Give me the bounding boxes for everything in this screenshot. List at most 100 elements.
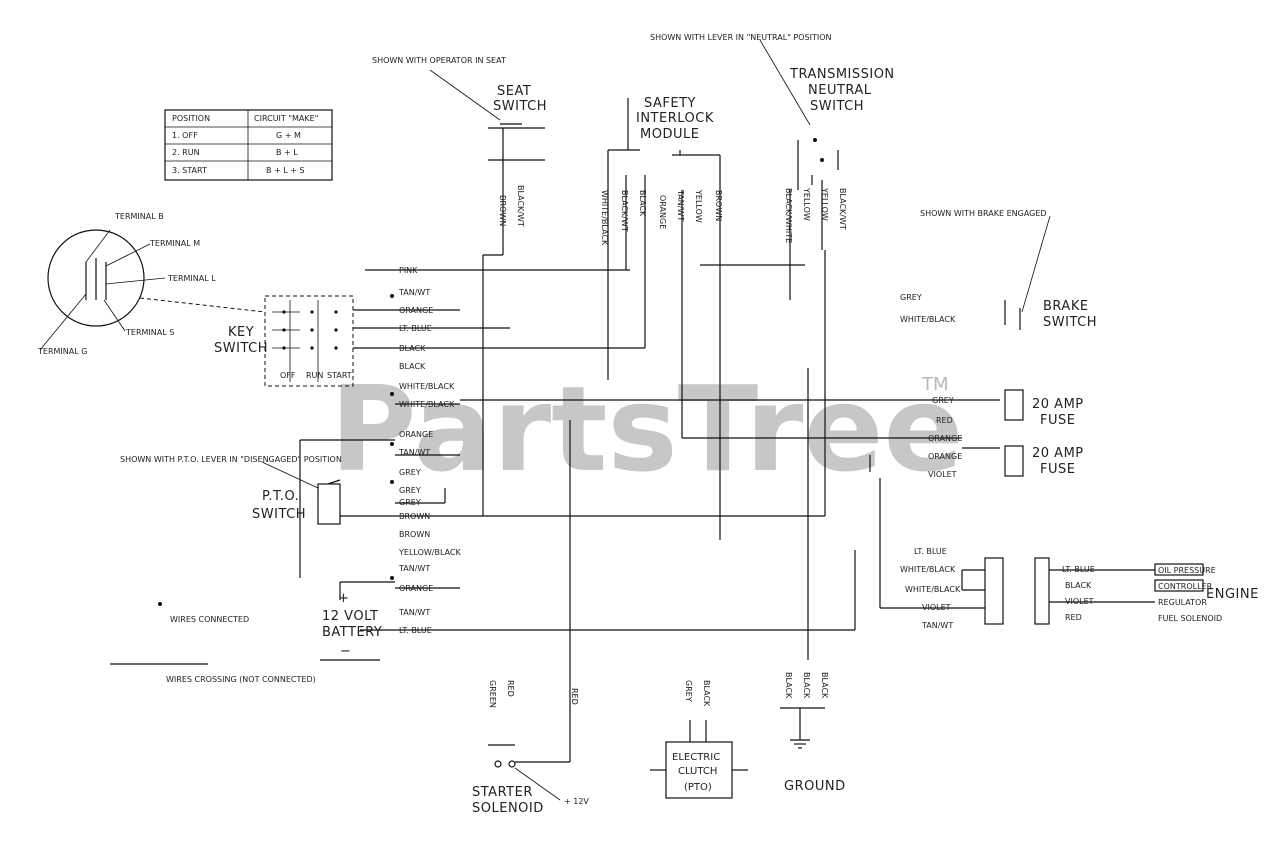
engine-device-label: OIL PRESSURE <box>1158 566 1216 575</box>
wire-label: GREY <box>399 486 421 495</box>
vertical-wire-label: BLACK <box>702 680 711 707</box>
vertical-wire-label: BLACK <box>820 672 829 699</box>
vertical-wire-label: TAN/WT <box>676 189 685 221</box>
wire-label: TAN/WT <box>398 564 430 573</box>
key-position-label: START <box>327 371 352 380</box>
wire-label: BLACK <box>399 362 426 371</box>
terminal-circle-diagram: TERMINAL B TERMINAL M TERMINAL L TERMINA… <box>37 212 266 356</box>
clutch-label: ELECTRIC <box>672 752 720 763</box>
battery-label: BATTERY <box>322 625 382 640</box>
note-transmission: SHOWN WITH LEVER IN "NEUTRAL" POSITION <box>650 33 832 42</box>
wire-label: ORANGE <box>399 306 433 315</box>
vertical-wire-label: RED <box>570 688 579 705</box>
vertical-wire-label: GREY <box>684 680 693 702</box>
ground: BLACK BLACK BLACK GROUND <box>780 672 846 794</box>
battery-label: 12 VOLT <box>322 609 378 624</box>
vertical-wire-label: WHITE/BLACK <box>600 190 609 246</box>
key-position-label: RUN <box>306 371 323 380</box>
seat-switch-label: SWITCH <box>493 99 547 114</box>
wire-label: YELLOW/BLACK <box>398 548 462 557</box>
note-seat: SHOWN WITH OPERATOR IN SEAT <box>372 56 506 65</box>
wire-label: VIOLET <box>1065 597 1094 606</box>
wire-label: VIOLET <box>922 603 951 612</box>
pto-switch: SHOWN WITH P.T.O. LEVER IN "DISENGAGED" … <box>120 430 825 635</box>
wire-label: ORANGE <box>928 434 962 443</box>
engine-device-label: CONTROLLER <box>1158 582 1213 591</box>
wire-label: TAN/WT <box>398 288 430 297</box>
battery: + − 12 VOLT BATTERY <box>320 550 856 661</box>
vertical-wire-label: GREEN <box>488 680 497 708</box>
transmission-label: SWITCH <box>810 99 864 114</box>
table-cell: 3. START <box>172 166 207 175</box>
vertical-wire-label: BROWN <box>714 190 723 221</box>
vertical-wire-label: RED <box>506 680 515 697</box>
engine-device-label: REGULATOR <box>1158 598 1207 607</box>
engine-device-label: FUEL SOLENOID <box>1158 614 1222 623</box>
table-header-circuit: CIRCUIT "MAKE" <box>254 114 318 123</box>
wire-label: BLACK <box>1065 581 1092 590</box>
wire-label: BROWN <box>399 512 430 521</box>
battery-minus: − <box>340 644 351 659</box>
fuse-label: 20 AMP <box>1032 446 1084 461</box>
vertical-wire-label: BLACK <box>802 672 811 699</box>
table-cell: 2. RUN <box>172 148 200 157</box>
engine-label: ENGINE <box>1206 587 1259 602</box>
fuses: 20 AMP FUSE GREY RED 20 AMP FUSE ORANGE … <box>460 389 1084 479</box>
wire-label: WHITE/BLACK <box>900 315 956 324</box>
wire-label: RED <box>1065 613 1082 622</box>
vertical-wire-label: BLACK <box>784 672 793 699</box>
key-switch: OFF RUN START KEY SWITCH <box>214 295 354 387</box>
wire-label: TAN/WT <box>398 448 430 457</box>
module-label: SAFETY <box>644 96 696 111</box>
battery-plus: + <box>338 591 349 606</box>
clutch-label: CLUTCH <box>678 766 717 777</box>
wire-label: WHITE/BLACK <box>399 382 455 391</box>
starter-label: STARTER <box>472 785 533 800</box>
vertical-wire-label: ORANGE <box>658 195 667 229</box>
wire-label: WHITE/BLACK <box>900 565 956 574</box>
terminal-label: TERMINAL G <box>37 347 87 356</box>
terminal-label: TERMINAL L <box>167 274 216 283</box>
key-switch-wires: PINK TAN/WT ORANGE LT. BLUE BLACK BLACK … <box>353 266 645 409</box>
vertical-wire-label: BLACK <box>638 190 647 217</box>
terminal-label: TERMINAL M <box>149 239 200 248</box>
key-position-table: POSITION CIRCUIT "MAKE" 1. OFF G + M 2. … <box>164 109 333 181</box>
watermark-brand: PartsTree <box>330 360 964 498</box>
wire-label: GREY <box>399 498 421 507</box>
terminal-label: TERMINAL B <box>114 212 164 221</box>
wire-label: WHITE/BLACK <box>399 400 455 409</box>
pto-label: SWITCH <box>252 507 306 522</box>
key-switch-label: SWITCH <box>214 341 268 356</box>
transmission-label: TRANSMISSION <box>789 67 895 82</box>
starter-solenoid: GREEN RED RED STARTER SOLENOID + 12V <box>472 420 589 816</box>
terminal-label: TERMINAL S <box>125 328 174 337</box>
wire-label: LT. BLUE <box>399 324 432 333</box>
brake-switch: SHOWN WITH BRAKE ENGAGED GREY WHITE/BLAC… <box>900 209 1096 330</box>
note-wires-crossing: WIRES CROSSING (NOT CONNECTED) <box>166 675 316 684</box>
table-cell: 1. OFF <box>172 131 198 140</box>
module-label: MODULE <box>640 127 699 142</box>
vertical-wire-label: BROWN <box>498 195 507 226</box>
seat-switch: SHOWN WITH OPERATOR IN SEAT SEAT SWITCH … <box>372 56 547 516</box>
vertical-wire-label: YELLOW <box>694 189 703 223</box>
vertical-wire-label: YELLOW <box>802 187 811 221</box>
transmission-label: NEUTRAL <box>808 83 872 98</box>
vertical-wire-label: BLACK/WT <box>516 185 525 227</box>
ground-label: GROUND <box>784 779 846 794</box>
safety-interlock-module: SAFETY INTERLOCK MODULE WHITE/BLACK BLAC… <box>600 96 723 540</box>
pto-label: P.T.O. <box>262 489 299 504</box>
note-wires-connected: WIRES CONNECTED <box>170 615 249 624</box>
table-header-position: POSITION <box>172 114 210 123</box>
plus-12v-label: + 12V <box>564 797 589 806</box>
wire-label: TAN/WT <box>398 608 430 617</box>
wire-label: RED <box>936 416 953 425</box>
transmission-neutral-switch: SHOWN WITH LEVER IN "NEUTRAL" POSITION T… <box>650 33 895 660</box>
note-brake: SHOWN WITH BRAKE ENGAGED <box>920 209 1047 218</box>
wire-label: BROWN <box>399 530 430 539</box>
module-label: INTERLOCK <box>636 111 714 126</box>
key-position-label: OFF <box>280 371 296 380</box>
wire-label: ORANGE <box>928 452 962 461</box>
wire-label: LT. BLUE <box>1062 565 1095 574</box>
legend: WIRES CONNECTED WIRES CROSSING (NOT CONN… <box>110 602 316 684</box>
